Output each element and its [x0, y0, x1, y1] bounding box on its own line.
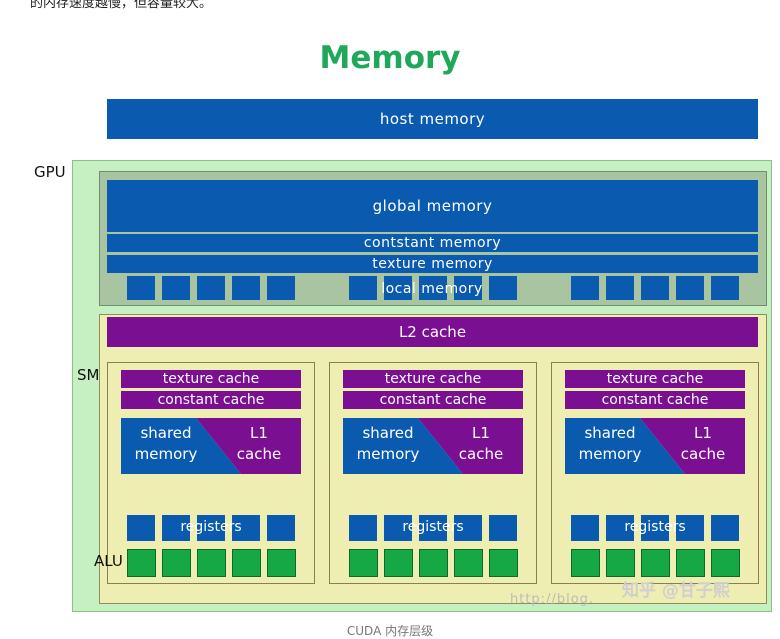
shared-label: shared	[140, 424, 192, 442]
local-memory-block	[349, 276, 377, 300]
cache-label: cache	[680, 445, 726, 463]
host-memory-label: host memory	[379, 110, 486, 128]
alu-block	[267, 549, 296, 577]
shared-l1-split	[121, 418, 301, 474]
register-block	[711, 515, 739, 541]
alu-block	[419, 549, 448, 577]
texture-cache-label: texture cache	[162, 371, 260, 387]
memory-label: memory	[356, 445, 420, 463]
constant-cache-bar: constant cache	[343, 391, 523, 409]
local-memory-block	[267, 276, 295, 300]
intro-text: 的内存速度越慢，但容量较大。	[30, 0, 213, 11]
local-memory-block	[384, 276, 412, 300]
shared-l1-block: shared memory L1 cache	[565, 418, 745, 474]
watermark-url: http://blog.	[510, 592, 595, 607]
global-memory-label: global memory	[372, 197, 493, 215]
watermark-zhihu: 知乎 @甘子熙	[622, 581, 730, 601]
local-memory-block	[489, 276, 517, 300]
alu-block	[489, 549, 518, 577]
l2-cache-label: L2 cache	[398, 323, 467, 341]
register-block	[641, 515, 669, 541]
constant-cache-label: constant cache	[157, 392, 265, 408]
l1-label: L1	[250, 424, 268, 442]
texture-cache-bar: texture cache	[565, 370, 745, 388]
figure-caption: CUDA 内存层级	[346, 624, 434, 638]
alu-block	[454, 549, 483, 577]
l1-label: L1	[694, 424, 712, 442]
gpu-label: GPU	[34, 163, 66, 181]
constant-cache-label: constant cache	[379, 392, 487, 408]
alu-block	[606, 549, 635, 577]
l1-label: L1	[472, 424, 490, 442]
texture-cache-label: texture cache	[606, 371, 704, 387]
registers-label: registers	[180, 519, 242, 535]
alu-block	[197, 549, 226, 577]
memory-label: memory	[134, 445, 198, 463]
alu-block	[711, 549, 740, 577]
local-memory-block	[162, 276, 190, 300]
local-memory-block	[641, 276, 669, 300]
constant-cache-bar: constant cache	[121, 391, 301, 409]
registers-label: registers	[624, 519, 686, 535]
alu-block	[349, 549, 378, 577]
memory-label: memory	[578, 445, 642, 463]
register-block	[162, 515, 190, 541]
constant-memory-label: contstant memory	[363, 235, 502, 251]
register-block	[606, 515, 634, 541]
register-block	[454, 515, 482, 541]
local-memory-block	[454, 276, 482, 300]
register-block	[232, 515, 260, 541]
local-memory-block	[232, 276, 260, 300]
register-block	[267, 515, 295, 541]
local-memory-block	[419, 276, 447, 300]
alu-block	[676, 549, 705, 577]
constant-cache-label: constant cache	[601, 392, 709, 408]
local-memory-block	[606, 276, 634, 300]
local-memory-label: local memory	[381, 281, 483, 297]
texture-cache-bar: texture cache	[121, 370, 301, 388]
alu-block	[162, 549, 191, 577]
alu-label: ALU	[94, 552, 123, 570]
register-block	[419, 515, 447, 541]
local-memory-block	[571, 276, 599, 300]
constant-cache-bar: constant cache	[565, 391, 745, 409]
cache-label: cache	[458, 445, 504, 463]
register-block	[197, 515, 225, 541]
alu-block	[571, 549, 600, 577]
register-block	[349, 515, 377, 541]
shared-l1-split	[565, 418, 745, 474]
register-block	[489, 515, 517, 541]
registers-label: registers	[402, 519, 464, 535]
host-memory-bar: host memory	[107, 99, 758, 139]
alu-block	[384, 549, 413, 577]
diagram-title: Memory	[319, 40, 461, 76]
local-memory-block	[197, 276, 225, 300]
register-block	[384, 515, 412, 541]
texture-memory-bar: texture memory	[107, 255, 758, 273]
shared-l1-block: shared memory L1 cache	[121, 418, 301, 474]
shared-label: shared	[362, 424, 414, 442]
local-memory-block	[127, 276, 155, 300]
constant-memory-bar: contstant memory	[107, 234, 758, 252]
alu-block	[127, 549, 156, 577]
cache-label: cache	[236, 445, 282, 463]
local-memory-block	[711, 276, 739, 300]
shared-l1-split	[343, 418, 523, 474]
texture-memory-label: texture memory	[372, 256, 493, 272]
l2-cache-bar: L2 cache	[107, 317, 758, 347]
shared-l1-block: shared memory L1 cache	[343, 418, 523, 474]
register-block	[571, 515, 599, 541]
texture-cache-bar: texture cache	[343, 370, 523, 388]
local-memory-block	[676, 276, 704, 300]
global-memory-bar: global memory	[107, 180, 758, 232]
register-block	[127, 515, 155, 541]
alu-block	[641, 549, 670, 577]
register-block	[676, 515, 704, 541]
sm-label: SM	[77, 366, 100, 384]
shared-label: shared	[584, 424, 636, 442]
texture-cache-label: texture cache	[384, 371, 482, 387]
alu-block	[232, 549, 261, 577]
